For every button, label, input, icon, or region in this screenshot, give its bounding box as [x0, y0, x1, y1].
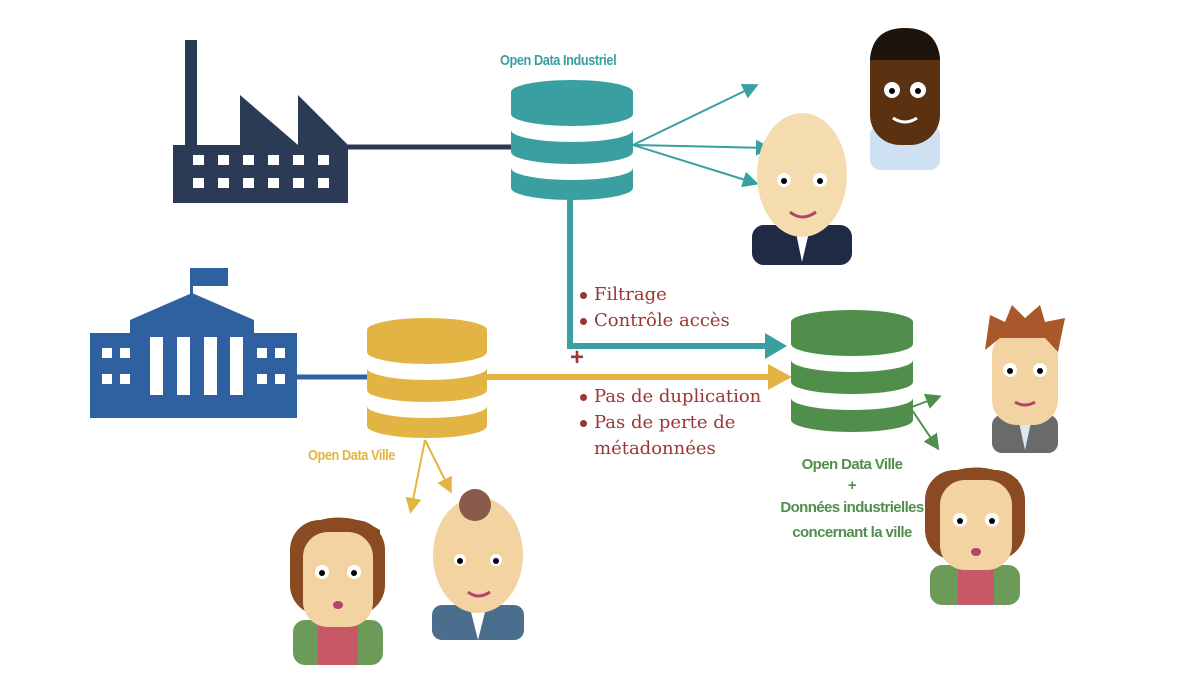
city-distribution-arrows	[405, 439, 452, 514]
merged-label-line2: Données industrielles	[780, 499, 924, 516]
city-database-icon	[367, 318, 487, 438]
list-item: Pas de perte de	[580, 410, 761, 436]
step-no-duplication: Pas de duplication	[594, 386, 762, 407]
merged-distribution-arrows	[911, 393, 942, 451]
list-item: Contrôle accès	[580, 308, 730, 334]
list-item: Pas de duplication	[580, 384, 761, 410]
list-item: métadonnées	[580, 436, 761, 462]
merged-label-line1: Open Data Ville	[801, 456, 903, 473]
industrial-database-icon	[511, 80, 633, 200]
person-avatar-dark-man	[870, 28, 940, 170]
step-no-metadata-loss: Pas de perte de	[594, 412, 736, 433]
merged-label-plus: +	[847, 477, 857, 494]
list-item: Filtrage	[580, 282, 730, 308]
person-avatar-bald-man	[752, 113, 852, 265]
city-db-label: Open Data Ville	[308, 447, 395, 464]
industrial-distribution-arrows	[632, 84, 772, 188]
person-avatar-older-man	[432, 489, 524, 640]
person-avatar-woman-left	[290, 517, 385, 665]
step-controle-acces: Contrôle accès	[594, 310, 730, 331]
industrial-db-label: Open Data Industriel	[500, 52, 617, 69]
step-no-metadata-loss-cont: métadonnées	[594, 438, 716, 459]
city-hall-icon	[90, 268, 297, 418]
industrial-steps-list: Filtrage Contrôle accès	[580, 282, 730, 334]
step-filtrage: Filtrage	[594, 284, 667, 305]
person-avatar-woman-right	[925, 467, 1025, 605]
merged-db-label: Open Data Ville + Données industrielles …	[762, 452, 942, 545]
city-steps-list: Pas de duplication Pas de perte de métad…	[580, 384, 761, 462]
factory-icon	[173, 40, 348, 203]
person-avatar-spiky-hair-man	[985, 305, 1065, 453]
plus-sign: +	[570, 344, 585, 371]
industrial-to-merged-arrow	[567, 200, 770, 349]
merged-label-line3: concernant la ville	[792, 524, 912, 541]
merged-database-icon	[791, 310, 913, 432]
